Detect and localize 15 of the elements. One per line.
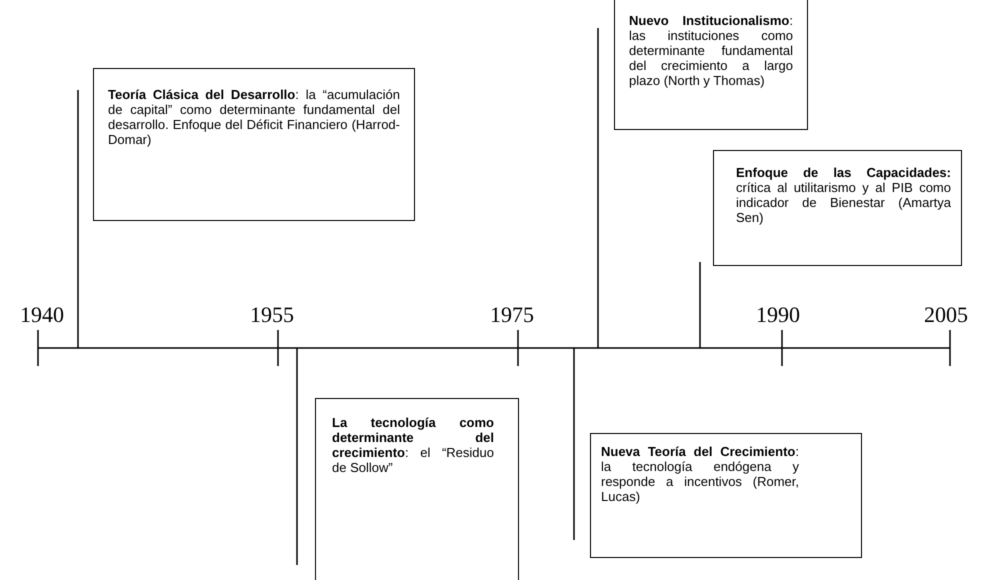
year-label: 1990 bbox=[756, 302, 800, 328]
event-box bbox=[315, 398, 519, 580]
event-description: Nueva Teoría del Crecimiento: la tecnología endógena y responde a incentivos (Romer, Lucas) bbox=[601, 444, 799, 504]
year-label: 2005 bbox=[924, 302, 968, 328]
event-box bbox=[614, 0, 808, 130]
event-description: Nuevo Institucionalismo: las instituciones como determinante fundamental del crecimiento a largo plazo (North y Thomas) bbox=[629, 13, 793, 88]
year-label: 1955 bbox=[250, 302, 294, 328]
year-label: 1975 bbox=[490, 302, 534, 328]
event-description: Enfoque de las Capacidades: crítica al utilitarismo y al PIB como indicador de Bienestar (Amartya Sen) bbox=[736, 165, 951, 225]
event-description: La tecnología como determinante del crecimiento: el “Residuo de Sollow” bbox=[332, 415, 494, 475]
event-description: Teoría Clásica del Desarrollo: la “acumulación de capital” como determinante fundamental del desarrollo. Enfoque del Déficit Financiero (Harrod-Domar) bbox=[108, 87, 400, 147]
event-box bbox=[93, 68, 415, 221]
event-box bbox=[713, 150, 962, 266]
event-box bbox=[590, 433, 862, 558]
year-label: 1940 bbox=[20, 302, 64, 328]
